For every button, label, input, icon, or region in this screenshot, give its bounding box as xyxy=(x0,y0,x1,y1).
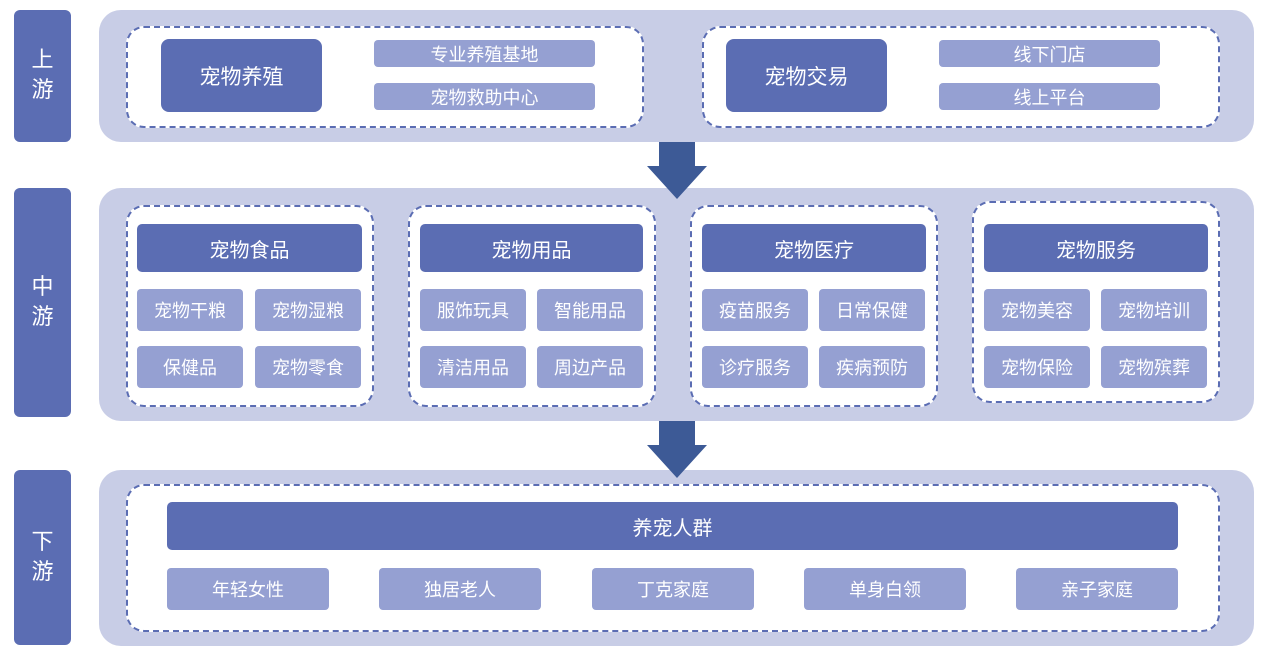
arrow-down-icon xyxy=(647,421,707,478)
supplies-item: 服饰玩具 xyxy=(420,289,526,331)
medical-item: 疾病预防 xyxy=(819,346,925,388)
food-title: 宠物食品 xyxy=(137,224,362,272)
owner-segment-item: 年轻女性 xyxy=(167,568,329,610)
trade-item: 线上平台 xyxy=(939,83,1160,110)
food-item: 保健品 xyxy=(137,346,243,388)
owner-segment-item: 单身白领 xyxy=(804,568,966,610)
medical-item: 诊疗服务 xyxy=(702,346,808,388)
downstream-label: 下 游 xyxy=(14,470,71,645)
supplies-title: 宠物用品 xyxy=(420,224,643,272)
medical-item: 日常保健 xyxy=(819,289,925,331)
upstream-label-top: 上 xyxy=(31,48,54,73)
services-item: 宠物殡葬 xyxy=(1101,346,1207,388)
medical-item: 疫苗服务 xyxy=(702,289,808,331)
food-item: 宠物干粮 xyxy=(137,289,243,331)
services-title: 宠物服务 xyxy=(984,224,1208,272)
owner-segment-item: 亲子家庭 xyxy=(1016,568,1178,610)
medical-title: 宠物医疗 xyxy=(702,224,926,272)
food-item: 宠物湿粮 xyxy=(255,289,361,331)
supplies-item: 清洁用品 xyxy=(420,346,526,388)
pet-owners-title: 养宠人群 xyxy=(167,502,1178,550)
midstream-label: 中 游 xyxy=(14,188,71,417)
upstream-label-bottom: 游 xyxy=(31,78,54,103)
downstream-label-bottom: 游 xyxy=(31,559,54,585)
upstream-label: 上 游 xyxy=(14,10,71,142)
supplies-item: 智能用品 xyxy=(537,289,643,331)
food-item: 宠物零食 xyxy=(255,346,361,388)
supplies-item: 周边产品 xyxy=(537,346,643,388)
midstream-label-bottom: 游 xyxy=(31,304,54,330)
breeding-item: 专业养殖基地 xyxy=(374,40,595,67)
services-item: 宠物美容 xyxy=(984,289,1090,331)
downstream-label-top: 下 xyxy=(31,529,54,555)
services-item: 宠物保险 xyxy=(984,346,1090,388)
owner-segment-item: 独居老人 xyxy=(379,568,541,610)
arrow-down-icon xyxy=(647,142,707,199)
breeding-title: 宠物养殖 xyxy=(161,39,322,112)
midstream-label-top: 中 xyxy=(31,274,54,300)
services-item: 宠物培训 xyxy=(1101,289,1207,331)
owner-segment-item: 丁克家庭 xyxy=(592,568,754,610)
breeding-item: 宠物救助中心 xyxy=(374,83,595,110)
trade-item: 线下门店 xyxy=(939,40,1160,67)
trade-title: 宠物交易 xyxy=(726,39,887,112)
